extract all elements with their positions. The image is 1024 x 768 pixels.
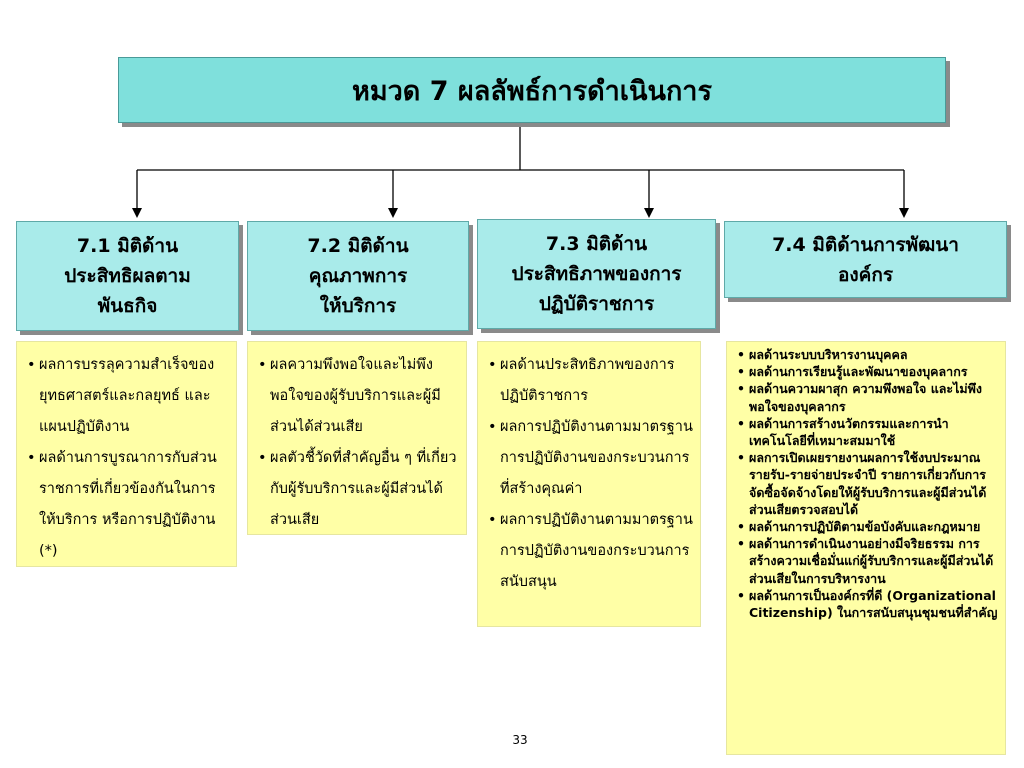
dimension-heading-7-3: 7.3 มิติด้าน ประสิทธิภาพของการ ปฏิบัติรา… — [511, 233, 682, 315]
detail-list-7-4: ผลด้านระบบบริหารงานบุคคล ผลด้านการเรียนร… — [726, 341, 1006, 755]
dimension-heading-7-1: 7.1 มิติด้าน ประสิทธิผลตาม พันธกิจ — [64, 235, 191, 317]
list-item: ผลการบรรลุความสำเร็จของยุทธศาสตร์และกลยุ… — [27, 350, 230, 443]
dimension-box-7-1: 7.1 มิติด้าน ประสิทธิผลตาม พันธกิจ — [16, 221, 239, 331]
dimension-box-7-3: 7.3 มิติด้าน ประสิทธิภาพของการ ปฏิบัติรา… — [477, 219, 716, 329]
list-item: ผลด้านการเรียนรู้และพัฒนาของบุคลากร — [737, 363, 999, 380]
page-number: 33 — [512, 733, 528, 747]
dimension-box-7-4: 7.4 มิติด้านการพัฒนา องค์กร — [724, 221, 1007, 298]
list-item: ผลด้านระบบบริหารงานบุคคล — [737, 346, 999, 363]
list-item: ผลตัวชี้วัดที่สำคัญอื่น ๆ ที่เกี่ยวกับผู… — [258, 443, 460, 536]
category-title: หมวด 7 ผลลัพธ์การดำเนินการ — [352, 75, 712, 107]
list-item: ผลด้านการสร้างนวัตกรรมและการนำเทคโนโลยีท… — [737, 415, 999, 449]
list-item: ผลด้านการดำเนินงานอย่างมีจริยธรรม การสร้… — [737, 535, 999, 587]
dimension-heading-7-2: 7.2 มิติด้าน คุณภาพการ ให้บริการ — [307, 235, 409, 317]
arrow-head-2 — [388, 208, 398, 218]
list-item: ผลด้านการบูรณาการกับส่วนราชการที่เกี่ยวข… — [27, 443, 230, 567]
dimension-box-7-2: 7.2 มิติด้าน คุณภาพการ ให้บริการ — [247, 221, 469, 331]
list-item: ผลการเปิดเผยรายงานผลการใช้งบประมาณรายรับ… — [737, 449, 999, 518]
arrow-head-4 — [899, 208, 909, 218]
arrow-head-3 — [644, 208, 654, 218]
arrow-head-1 — [132, 208, 142, 218]
list-item: ผลด้านการเป็นองค์กรที่ดี (Organizational… — [737, 587, 999, 621]
list-item: ผลด้านความผาสุก ความพึงพอใจ และไม่พึงพอใ… — [737, 380, 999, 414]
list-item: ผลการปฏิบัติงานตามมาตรฐานการปฏิบัติงานขอ… — [488, 505, 694, 598]
category-title-box: หมวด 7 ผลลัพธ์การดำเนินการ — [118, 57, 946, 123]
list-item: ผลด้านประสิทธิภาพของการปฏิบัติราชการ — [488, 350, 694, 412]
dimension-heading-7-4: 7.4 มิติด้านการพัฒนา องค์กร — [772, 233, 959, 286]
detail-list-7-1: ผลการบรรลุความสำเร็จของยุทธศาสตร์และกลยุ… — [16, 341, 237, 567]
list-item: ผลความพึงพอใจและไม่พึงพอใจของผู้รับบริกา… — [258, 350, 460, 443]
list-item: ผลด้านการปฏิบัติตามข้อบังคับและกฎหมาย — [737, 518, 999, 535]
detail-list-7-3: ผลด้านประสิทธิภาพของการปฏิบัติราชการ ผลก… — [477, 341, 701, 627]
list-item: ผลการปฏิบัติงานตามมาตรฐานการปฏิบัติงานขอ… — [488, 412, 694, 505]
detail-list-7-2: ผลความพึงพอใจและไม่พึงพอใจของผู้รับบริกา… — [247, 341, 467, 535]
